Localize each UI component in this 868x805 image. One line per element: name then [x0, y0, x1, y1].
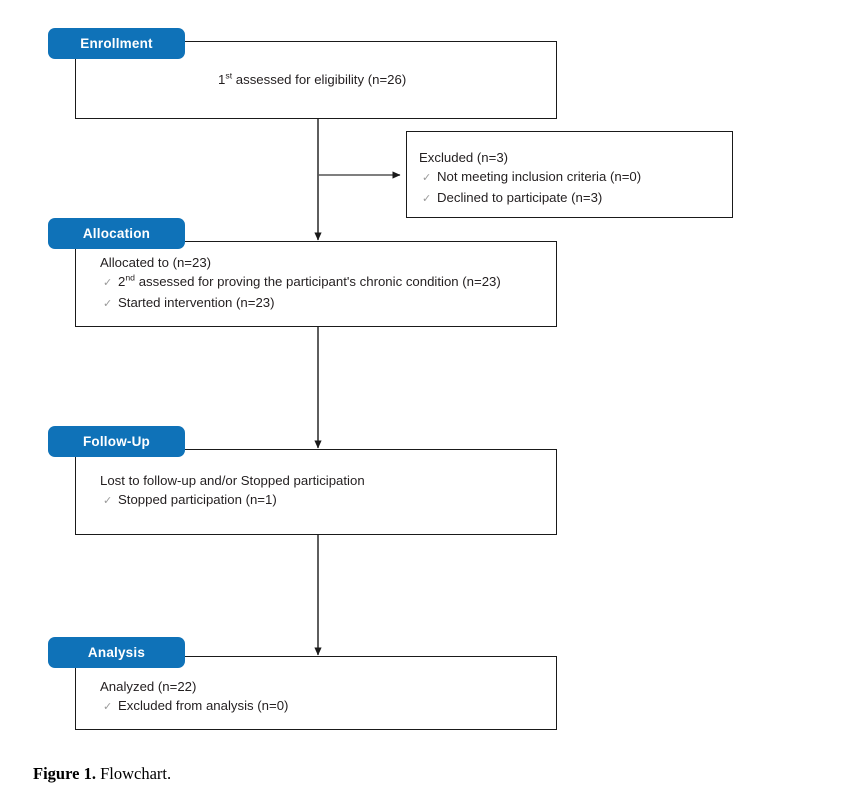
figure-caption-label: Figure 1.: [33, 764, 96, 783]
figure-caption: Figure 1. Flowchart.: [33, 764, 171, 784]
check-icon: ✓: [103, 298, 113, 310]
followup-text: Lost to follow-up and/or Stopped partici…: [100, 471, 365, 511]
followup-item-0-label: Stopped participation (n=1): [118, 492, 277, 507]
excluded-item-0-label: Not meeting inclusion criteria (n=0): [437, 169, 642, 184]
check-icon: ✓: [103, 277, 113, 289]
analysis-title: Analyzed (n=22): [100, 679, 197, 694]
allocation-item-1: ✓ Started intervention (n=23): [100, 293, 501, 314]
enrollment-body-suffix: assessed for eligibility (n=26): [232, 72, 407, 87]
stage-pill-analysis: Analysis: [48, 637, 185, 668]
enrollment-body-line: 1st assessed for eligibility (n=26): [218, 70, 406, 89]
excluded-text: Excluded (n=3) ✓ Not meeting inclusion cr…: [419, 148, 641, 209]
stage-pill-analysis-label: Analysis: [87, 645, 146, 660]
allocation-item-0: ✓ 2nd assessed for proving the participan…: [100, 272, 501, 293]
stage-pill-followup-label: Follow-Up: [82, 434, 151, 449]
figure-caption-text: Flowchart.: [100, 764, 172, 783]
excluded-box: [406, 131, 733, 218]
check-icon: ✓: [103, 495, 113, 507]
allocation-box: [75, 241, 557, 327]
analysis-item-0: ✓ Excluded from analysis (n=0): [100, 696, 288, 717]
check-icon: ✓: [103, 701, 113, 713]
excluded-title: Excluded (n=3): [419, 150, 509, 165]
analysis-text: Analyzed (n=22) ✓ Excluded from analysis …: [100, 677, 288, 717]
followup-title: Lost to follow-up and/or Stopped partici…: [100, 473, 365, 488]
check-icon: ✓: [422, 193, 432, 205]
allocation-item-0-prefix: 2: [118, 274, 126, 289]
allocation-item-0-superscript: nd: [125, 272, 136, 283]
stage-pill-enrollment: Enrollment: [48, 28, 185, 59]
followup-box: [75, 449, 557, 535]
excluded-item-1: ✓ Declined to participate (n=3): [419, 188, 641, 209]
analysis-item-0-label: Excluded from analysis (n=0): [118, 698, 289, 713]
stage-pill-allocation-label: Allocation: [82, 226, 151, 241]
enrollment-body-prefix: 1: [218, 72, 226, 87]
excluded-item-1-label: Declined to participate (n=3): [437, 190, 603, 205]
check-icon: ✓: [422, 172, 432, 184]
allocation-text: Allocated to (n=23) ✓ 2nd assessed for pr…: [100, 253, 501, 314]
stage-pill-enrollment-label: Enrollment: [80, 36, 153, 51]
analysis-box: [75, 656, 557, 730]
followup-item-0: ✓ Stopped participation (n=1): [100, 490, 365, 511]
stage-pill-allocation: Allocation: [48, 218, 185, 249]
enrollment-text: 1st assessed for eligibility (n=26): [218, 70, 406, 89]
enrollment-body-superscript: st: [225, 70, 233, 81]
allocation-item-0-suffix: assessed for proving the participant's c…: [135, 274, 501, 289]
allocation-item-1-label: Started intervention (n=23): [118, 295, 275, 310]
excluded-item-0: ✓ Not meeting inclusion criteria (n=0): [419, 167, 641, 188]
stage-pill-followup: Follow-Up: [48, 426, 185, 457]
allocation-title: Allocated to (n=23): [100, 255, 212, 270]
